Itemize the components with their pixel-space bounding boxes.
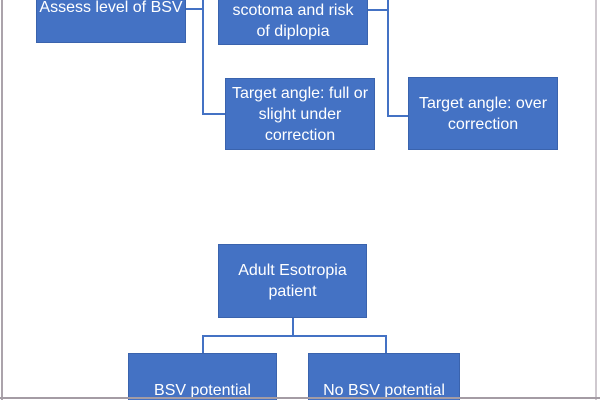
- node-target-angle-over-correction: Target angle: over correction: [408, 77, 558, 150]
- image-border-left: [1, 0, 3, 400]
- node-target-angle-full-or-slight-under-correction: Target angle: full or slight under corre…: [225, 78, 375, 150]
- image-border-bottom: [0, 397, 600, 399]
- node-adult-esotropia-patient: Adult Esotropia patient: [218, 244, 367, 318]
- image-border-right: [595, 0, 597, 400]
- connector-drop-to-no-bsv: [385, 335, 387, 354]
- node-no-bsv-potential: No BSV potential: [308, 353, 460, 400]
- connector-assess-right-stub: [186, 8, 204, 10]
- connector-branch-horizontal: [202, 335, 387, 337]
- connector-scotoma-right-stub: [368, 9, 389, 11]
- node-bsv-potential: BSV potential: [128, 353, 277, 400]
- connector-drop-to-bsv: [202, 335, 204, 354]
- connector-right-vertical: [387, 0, 389, 117]
- connector-adult-bottom-stub: [292, 318, 294, 337]
- node-scotoma-and-risk-of-diplopia: scotoma and risk of diplopia: [218, 0, 368, 45]
- connector-to-target-over: [387, 115, 409, 117]
- connector-left-vertical: [202, 0, 204, 115]
- node-assess-level-of-bsv: Assess level of BSV: [36, 0, 186, 43]
- connector-to-target-under: [202, 113, 226, 115]
